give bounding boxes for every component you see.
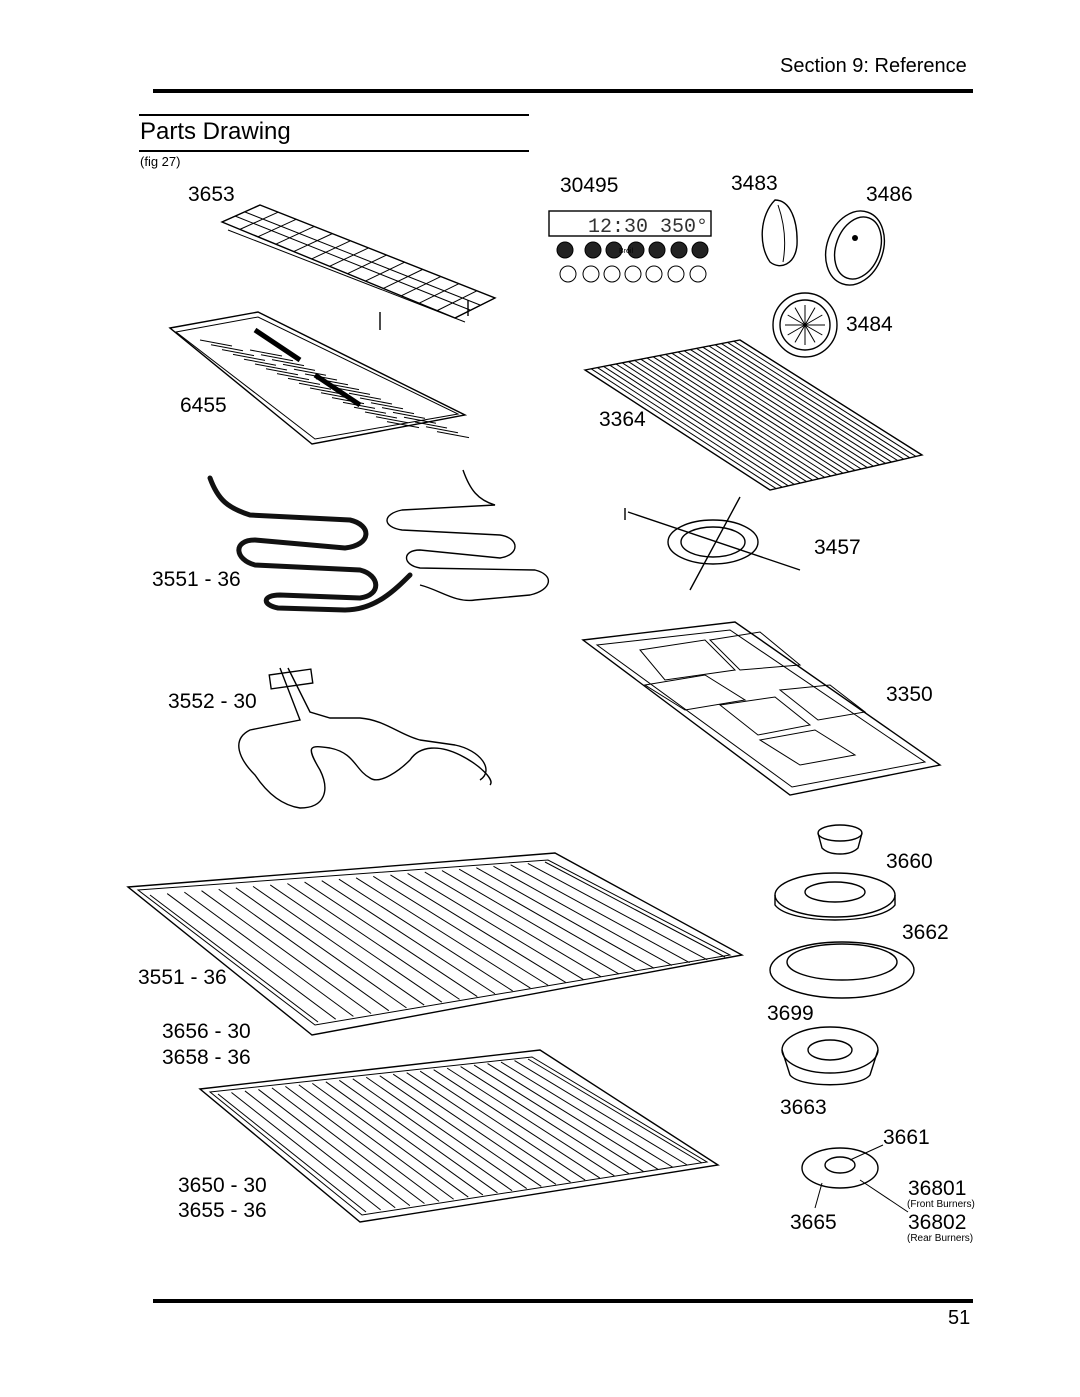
footer-rule — [153, 1299, 973, 1303]
header-rule — [153, 89, 973, 93]
label-3699: 3699 — [767, 1002, 814, 1025]
label-3665: 3665 — [790, 1211, 837, 1234]
label-3551-a: 3551 - 36 — [152, 568, 241, 591]
label-3662: 3662 — [902, 921, 949, 944]
label-6455: 6455 — [180, 394, 227, 417]
label-3656: 3656 - 30 — [162, 1020, 251, 1043]
label-3661: 3661 — [883, 1126, 930, 1149]
label-3551-b: 3551 - 36 — [138, 966, 227, 989]
label-3486: 3486 — [866, 183, 913, 206]
label-3650: 3650 - 30 — [178, 1174, 267, 1197]
label-3483: 3483 — [731, 172, 778, 195]
page-number: 51 — [948, 1307, 971, 1329]
label-36802: 36802 — [908, 1211, 967, 1234]
label-36801: 36801 — [908, 1177, 967, 1200]
label-3663: 3663 — [780, 1096, 827, 1119]
title-rule-top — [139, 114, 529, 116]
label-3552: 3552 - 30 — [168, 690, 257, 713]
label-3484: 3484 — [846, 313, 893, 336]
label-front-burners: (Front Burners) — [907, 1199, 975, 1210]
section-header: Section 9: Reference — [780, 55, 967, 77]
label-3364: 3364 — [599, 408, 646, 431]
label-3660: 3660 — [886, 850, 933, 873]
label-3658: 3658 - 36 — [162, 1046, 251, 1069]
label-3655: 3655 - 36 — [178, 1199, 267, 1222]
broil-mode-label: Broil — [619, 248, 633, 255]
label-30495: 30495 — [560, 174, 619, 197]
title-rule-bottom — [139, 150, 529, 152]
page-title: Parts Drawing — [140, 118, 291, 145]
display-temp: 350° — [660, 216, 708, 239]
label-3350: 3350 — [886, 683, 933, 706]
label-3457: 3457 — [814, 536, 861, 559]
figure-caption: (fig 27) — [140, 154, 181, 169]
label-rear-burners: (Rear Burners) — [907, 1233, 974, 1244]
label-3653: 3653 — [188, 183, 235, 206]
display-time: 12:30 — [588, 216, 648, 239]
